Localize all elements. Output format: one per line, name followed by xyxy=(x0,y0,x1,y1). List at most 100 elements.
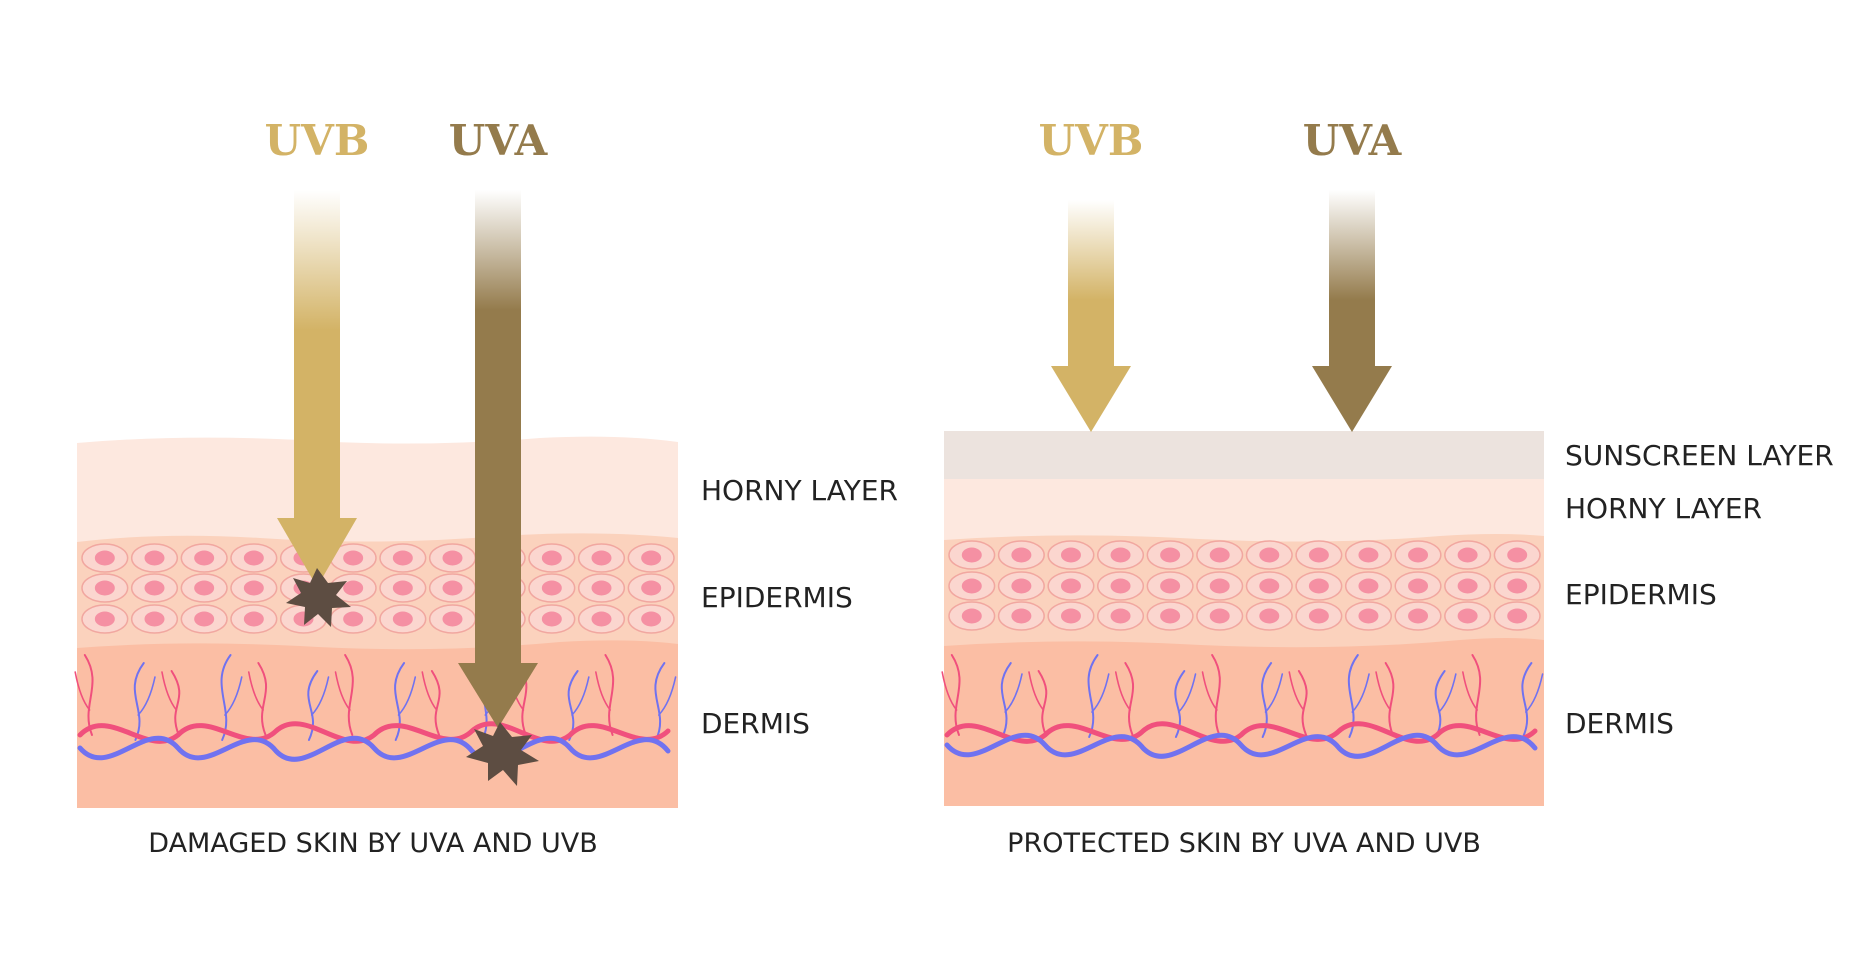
capillaries-right xyxy=(941,654,1544,759)
capillary-blue xyxy=(1438,673,1457,713)
cell-nucleus xyxy=(1110,578,1131,594)
uva-ray-left xyxy=(458,190,538,728)
cell-nucleus xyxy=(1060,578,1081,594)
capillary-red xyxy=(170,670,181,736)
capillary-blue xyxy=(654,662,666,741)
capillary-blue xyxy=(1264,673,1284,713)
capillary-red xyxy=(421,671,438,711)
cell-nucleus xyxy=(1358,608,1379,624)
cell-nucleus xyxy=(1408,578,1429,594)
capillary-red xyxy=(257,662,268,736)
capillary-red xyxy=(430,670,441,736)
capillary-red xyxy=(344,654,354,736)
cell-nucleus xyxy=(392,611,413,627)
cell-nucleus xyxy=(1358,578,1379,594)
capillary-red xyxy=(334,671,351,711)
caption-left: DAMAGED SKIN BY UVA AND UVB xyxy=(148,828,598,859)
cell-nucleus xyxy=(641,550,662,566)
uvb-ray-right xyxy=(1051,200,1131,432)
cell-nucleus xyxy=(442,550,463,566)
cell-nucleus xyxy=(591,550,612,566)
capillary-blue xyxy=(1525,673,1544,713)
cell-nucleus xyxy=(1358,547,1379,563)
cell-nucleus xyxy=(1011,578,1032,594)
horny-layer-label-left: HORNY LAYER xyxy=(701,474,898,507)
cell-nucleus xyxy=(243,580,264,596)
epidermis-label-right: EPIDERMIS xyxy=(1565,578,1717,611)
capillary-red xyxy=(1297,670,1308,736)
uva-label-right: UVA xyxy=(1303,116,1403,165)
cell-nucleus xyxy=(1259,578,1280,594)
cell-nucleus xyxy=(1259,608,1280,624)
damage-burst-dermis xyxy=(466,722,539,786)
cell-nucleus xyxy=(144,611,165,627)
cell-nucleus xyxy=(343,580,364,596)
capillary-red xyxy=(1462,671,1479,711)
cell-nucleus xyxy=(94,550,115,566)
capillary-red xyxy=(1288,671,1305,711)
cell-nucleus xyxy=(1209,578,1230,594)
cell-nucleus xyxy=(1457,578,1478,594)
capillary-red xyxy=(1037,670,1048,736)
cell-nucleus xyxy=(1507,578,1528,594)
capillary-red xyxy=(1114,671,1131,711)
dermis-label-left: DERMIS xyxy=(701,707,810,740)
uva-ray-shaft-right xyxy=(1329,190,1375,368)
uvb-ray-left xyxy=(277,190,357,587)
cell-nucleus xyxy=(243,611,264,627)
capillary-red xyxy=(604,654,615,736)
capillary-red xyxy=(595,671,612,711)
cell-nucleus xyxy=(1507,547,1528,563)
epidermis-cells-right xyxy=(948,540,1541,631)
cell-nucleus xyxy=(591,580,612,596)
skin-block-right xyxy=(941,431,1544,806)
cell-nucleus xyxy=(442,611,463,627)
cell-nucleus xyxy=(1011,547,1032,563)
capillary-red xyxy=(1028,671,1045,711)
cell-nucleus xyxy=(144,550,165,566)
cell-nucleus xyxy=(1507,608,1528,624)
cell-nucleus xyxy=(541,611,562,627)
cell-nucleus xyxy=(541,580,562,596)
cell-nucleus xyxy=(961,547,982,563)
capillary-red xyxy=(1211,654,1221,736)
uva-ray-right xyxy=(1312,190,1392,432)
cell-nucleus xyxy=(1457,547,1478,563)
uvb-arrowhead-right xyxy=(1051,366,1131,432)
capillary-blue xyxy=(397,676,417,716)
capillary-blue xyxy=(224,676,243,716)
cell-nucleus xyxy=(343,550,364,566)
cell-nucleus xyxy=(1209,547,1230,563)
capillary-red xyxy=(1471,654,1482,736)
capillary-blue xyxy=(307,670,319,741)
cell-nucleus xyxy=(1110,547,1131,563)
cell-nucleus xyxy=(442,580,463,596)
capillary-blue xyxy=(571,676,590,716)
dermis-right xyxy=(944,638,1544,806)
cell-nucleus xyxy=(1011,608,1032,624)
uvb-label-right: UVB xyxy=(1039,116,1144,165)
capillary-blue xyxy=(1347,654,1359,738)
capillary-blue xyxy=(658,676,677,716)
sunscreen-layer xyxy=(944,431,1544,479)
capillaries-left xyxy=(74,654,677,762)
cell-nucleus xyxy=(392,550,413,566)
cell-nucleus xyxy=(591,611,612,627)
cell-nucleus xyxy=(1408,608,1429,624)
capillary-red xyxy=(1124,662,1135,736)
capillary-blue xyxy=(1087,654,1099,738)
cell-nucleus xyxy=(392,580,413,596)
cell-nucleus xyxy=(1308,578,1329,594)
cell-nucleus xyxy=(1259,547,1280,563)
cell-nucleus xyxy=(961,608,982,624)
epidermis-right xyxy=(944,534,1544,650)
capillary-blue xyxy=(310,676,330,716)
horny-layer-left xyxy=(77,436,678,545)
cell-nucleus xyxy=(1457,608,1478,624)
capillary-red xyxy=(74,671,91,711)
cell-nucleus xyxy=(1308,608,1329,624)
capillary-blue xyxy=(394,662,406,741)
uvb-arrowhead-left xyxy=(277,518,357,587)
capillary-blue xyxy=(1000,662,1012,738)
